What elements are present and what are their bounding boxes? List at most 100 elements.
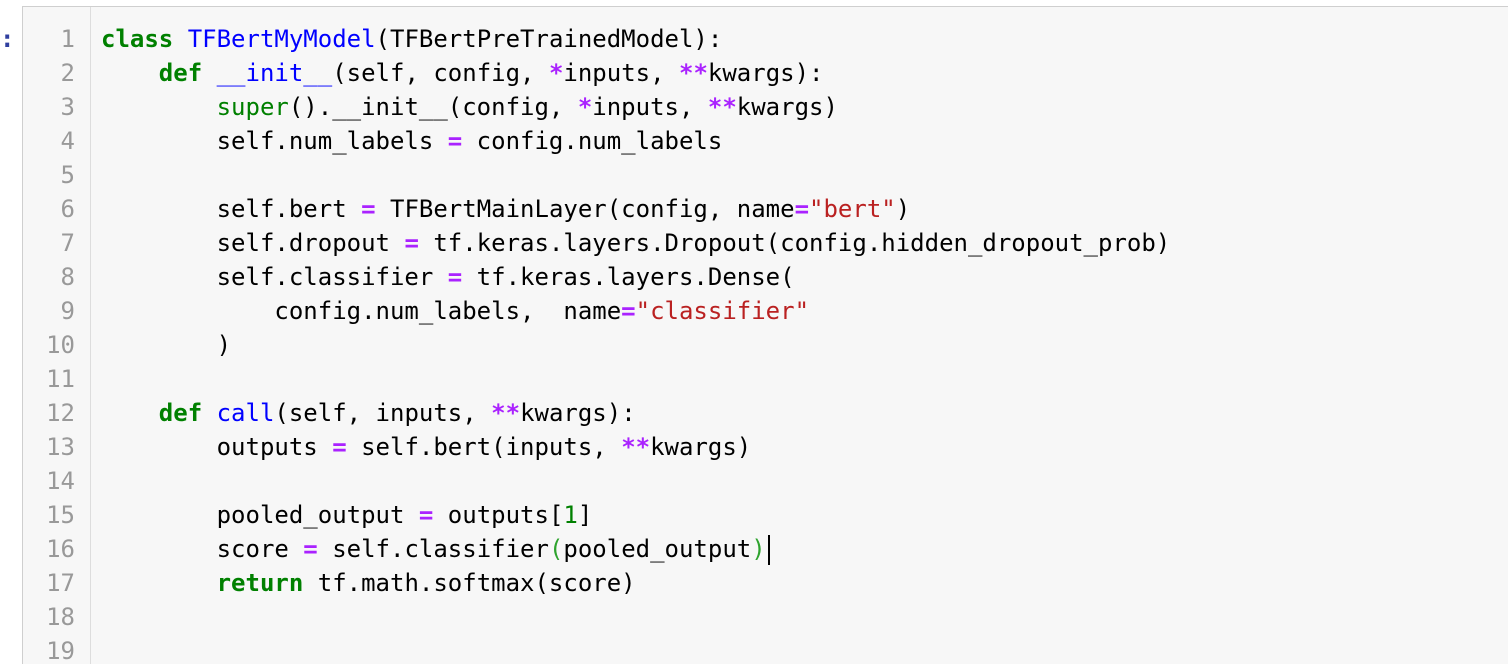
line-number: 1 [60,25,75,53]
text-cursor [767,535,770,565]
code-token: super [216,93,289,121]
code-token: TFBertMainLayer(config, name [375,195,795,223]
code-cell[interactable]: 1 class TFBertMyModel(TFBertPreTrainedMod… [22,6,1508,664]
code-token: def [158,399,203,427]
code-token: self.dropout [101,229,405,257]
line-number: 11 [46,365,75,393]
code-token: TFBertMyModel [187,25,376,53]
code-token: (TFBertPreTrainedModel): [375,25,723,53]
code-token: = [447,263,463,291]
line-number: 17 [46,569,75,597]
code-token [101,59,159,87]
code-line[interactable]: 1 class TFBertMyModel(TFBertPreTrainedMod… [23,22,1508,56]
code-line[interactable]: 10 ) [23,328,1508,362]
code-token: pooled_output [563,535,752,563]
line-number: 16 [46,535,75,563]
code-line[interactable]: 13 outputs = self.bert(inputs, **kwargs) [23,430,1508,464]
code-text: super().__init__(config, *inputs, **kwar… [101,90,838,124]
line-number: 15 [46,501,75,529]
line-number: 7 [60,229,75,257]
code-line[interactable]: 5 [23,158,1508,192]
code-line[interactable]: 16 score = self.classifier(pooled_output… [23,532,1508,566]
line-number: 12 [46,399,75,427]
code-token: ] [577,501,593,529]
line-number: 6 [60,195,75,223]
code-token [202,59,216,87]
code-line[interactable]: 17 return tf.math.softmax(score) [23,566,1508,600]
line-number: 13 [46,433,75,461]
code-token: return [216,569,304,597]
code-editor[interactable]: 1 class TFBertMyModel(TFBertPreTrainedMod… [23,22,1508,664]
code-text: class TFBertMyModel(TFBertPreTrainedMode… [101,22,722,56]
code-text: config.num_labels, name="classifier" [101,294,809,328]
code-token: kwargs) [736,93,838,121]
code-line[interactable]: 6 self.bert = TFBertMainLayer(config, na… [23,192,1508,226]
code-token: 1 [563,501,578,529]
code-token: = [332,433,347,461]
code-token: ().__init__(config, [288,93,578,121]
code-token: ** [491,399,521,427]
code-token: = [794,195,810,223]
code-token: config.num_labels, name [101,297,622,325]
code-token: inputs, [563,59,679,87]
code-token: ** [621,433,651,461]
code-token: tf.keras.layers.Dense( [462,263,795,291]
code-text: def __init__(self, config, *inputs, **kw… [101,56,824,90]
code-text: pooled_output = outputs[1] [101,498,593,532]
code-token: = [447,127,463,155]
code-token: ) [751,535,766,563]
code-text: outputs = self.bert(inputs, **kwargs) [101,430,752,464]
line-number: 19 [46,637,75,664]
code-token: outputs[ [433,501,564,529]
code-token: class [101,25,174,53]
code-line[interactable]: 11 [23,362,1508,396]
line-number: 5 [60,161,75,189]
code-line[interactable]: 19 [23,634,1508,664]
code-token: = [621,297,636,325]
code-token: score [101,535,304,563]
code-token [101,399,159,427]
code-text: return tf.math.softmax(score) [101,566,636,600]
line-number: 8 [60,263,75,291]
code-token: = [418,501,434,529]
code-line[interactable]: 3 super().__init__(config, *inputs, **kw… [23,90,1508,124]
code-token: = [361,195,376,223]
line-number: 3 [60,93,75,121]
code-line[interactable]: 7 self.dropout = tf.keras.layers.Dropout… [23,226,1508,260]
code-token: (self, inputs, [274,399,492,427]
code-line[interactable]: 4 self.num_labels = config.num_labels [23,124,1508,158]
code-token: ) [895,195,911,223]
code-text: self.bert = TFBertMainLayer(config, name… [101,192,911,226]
code-token: ** [679,59,708,87]
code-token [202,399,216,427]
code-text: self.classifier = tf.keras.layers.Dense( [101,260,795,294]
code-token: outputs [101,433,333,461]
code-token: __init__ [216,59,333,87]
code-line[interactable]: 15 pooled_output = outputs[1] [23,498,1508,532]
code-line[interactable]: 12 def call(self, inputs, **kwargs): [23,396,1508,430]
code-token: self.classifier [101,263,448,291]
code-token: ) [101,331,232,359]
code-token [173,25,187,53]
code-line[interactable]: 18 [23,600,1508,634]
code-token [101,569,217,597]
code-token: self.num_labels [101,127,448,155]
code-token: kwargs): [520,399,636,427]
code-token: * [548,59,564,87]
line-number: 2 [60,59,75,87]
code-token: ( [548,535,564,563]
code-token [101,93,217,121]
code-line[interactable]: 9 config.num_labels, name="classifier" [23,294,1508,328]
code-line[interactable]: 14 [23,464,1508,498]
code-token: tf.math.softmax(score) [303,569,636,597]
code-token: kwargs): [707,59,824,87]
code-token: "bert" [809,195,896,223]
code-token: config.num_labels [462,127,723,155]
code-line[interactable]: 2 def __init__(self, config, *inputs, **… [23,56,1508,90]
line-number: 14 [46,467,75,495]
line-number-gutter [23,7,91,664]
code-text: score = self.classifier(pooled_output) [101,532,770,566]
code-line[interactable]: 8 self.classifier = tf.keras.layers.Dens… [23,260,1508,294]
code-token: kwargs) [650,433,752,461]
line-number: 18 [46,603,75,631]
